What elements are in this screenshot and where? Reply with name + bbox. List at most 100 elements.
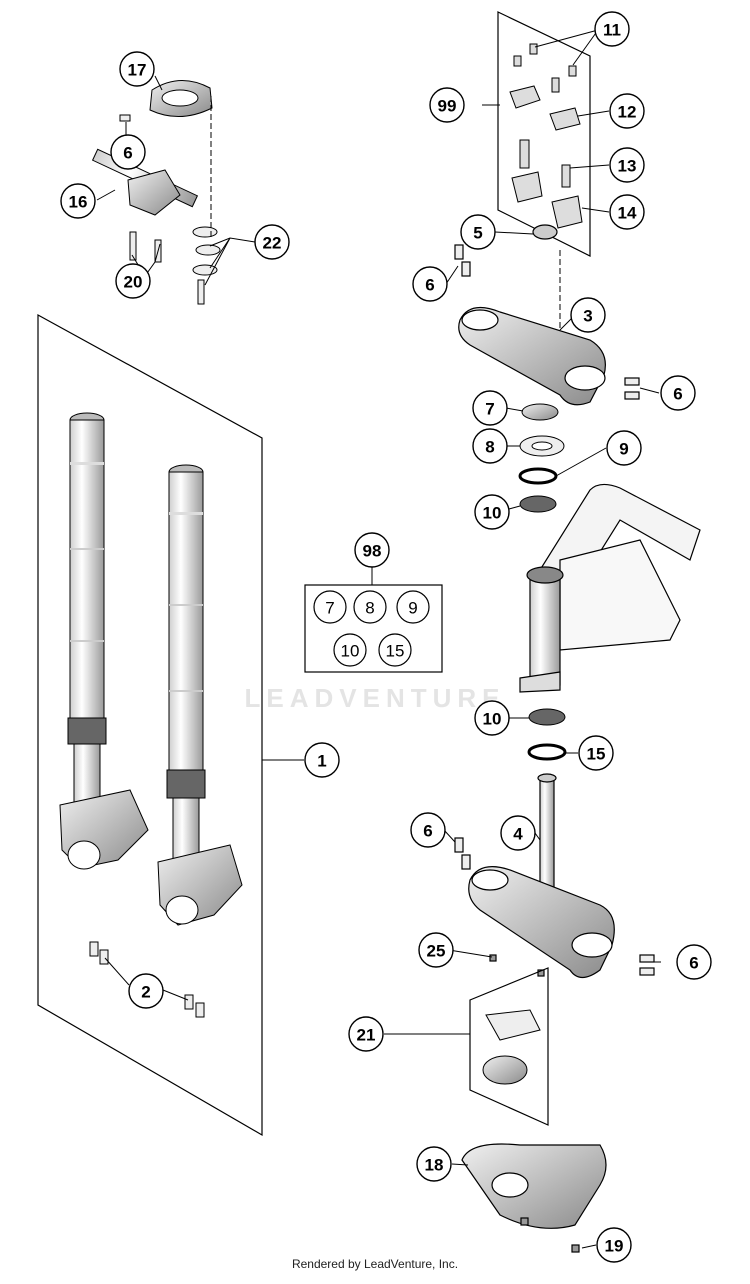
callout-18: 18 bbox=[416, 1146, 452, 1182]
callout-6: 6 bbox=[410, 812, 446, 848]
callout-number: 17 bbox=[128, 61, 147, 80]
callout-circle bbox=[348, 1016, 384, 1052]
callout-5: 5 bbox=[460, 214, 496, 250]
leader-lines bbox=[96, 29, 661, 1249]
kit-98-item-8: 8 bbox=[353, 590, 387, 624]
callout-6: 6 bbox=[660, 375, 696, 411]
callout-number: 4 bbox=[513, 825, 523, 844]
callout-number: 10 bbox=[483, 504, 502, 523]
callout-number: 1 bbox=[317, 752, 326, 771]
lower-bearings bbox=[527, 708, 567, 761]
callout-number: 5 bbox=[473, 224, 482, 243]
callout-number: 12 bbox=[618, 103, 637, 122]
upper-triple-clamp bbox=[454, 224, 640, 406]
watermark: LEADVENTURE bbox=[244, 683, 505, 713]
callout-circle bbox=[474, 700, 510, 736]
callout-circle bbox=[429, 87, 465, 123]
kit-21-frame bbox=[469, 967, 549, 1126]
callout-number: 16 bbox=[69, 193, 88, 212]
kit-99-frame bbox=[497, 11, 591, 257]
callout-7: 7 bbox=[472, 390, 508, 426]
callout-6: 6 bbox=[676, 944, 712, 980]
callout-circle bbox=[119, 51, 155, 87]
callout-circle bbox=[660, 375, 696, 411]
callout-9: 9 bbox=[606, 430, 642, 466]
part-21 bbox=[482, 1009, 541, 1085]
fork-leg-left bbox=[59, 412, 149, 870]
callout-17: 17 bbox=[119, 51, 155, 87]
callout-number: 19 bbox=[605, 1237, 624, 1256]
kit-item-circle bbox=[396, 590, 430, 624]
kit-item-number: 9 bbox=[408, 599, 417, 618]
callout-circle bbox=[460, 214, 496, 250]
callout-25: 25 bbox=[418, 932, 454, 968]
callout-circle bbox=[609, 93, 645, 129]
callout-circle bbox=[594, 11, 630, 47]
kit-item-circle bbox=[313, 590, 347, 624]
callout-circle bbox=[412, 266, 448, 302]
callout-number: 7 bbox=[485, 400, 494, 419]
kit-item-number: 10 bbox=[341, 642, 360, 661]
callout-circle bbox=[410, 812, 446, 848]
kit-98-item-15: 15 bbox=[378, 633, 412, 667]
kit-item-number: 7 bbox=[325, 599, 334, 618]
footer-credit: Rendered by LeadVenture, Inc. bbox=[291, 1257, 459, 1271]
callout-14: 14 bbox=[609, 194, 645, 230]
kit-item-number: 15 bbox=[386, 642, 405, 661]
callout-number: 3 bbox=[583, 307, 592, 326]
callout-99: 99 bbox=[429, 87, 465, 123]
callout-15: 15 bbox=[578, 735, 614, 771]
callout-16: 16 bbox=[60, 183, 96, 219]
callout-number: 9 bbox=[619, 440, 628, 459]
bolts-part-2 bbox=[89, 941, 205, 1018]
callout-number: 10 bbox=[483, 710, 502, 729]
callout-circle bbox=[60, 183, 96, 219]
kit-item-circle bbox=[378, 633, 412, 667]
callout-6: 6 bbox=[110, 134, 146, 170]
callout-circle bbox=[472, 428, 508, 464]
callout-10: 10 bbox=[474, 494, 510, 530]
callout-number: 18 bbox=[425, 1156, 444, 1175]
callout-21: 21 bbox=[348, 1016, 384, 1052]
callout-number: 6 bbox=[673, 385, 682, 404]
part-18 bbox=[461, 1143, 607, 1253]
callout-circle bbox=[570, 297, 606, 333]
callout-20: 20 bbox=[115, 263, 151, 299]
callout-1: 1 bbox=[304, 742, 340, 778]
callout-2: 2 bbox=[128, 973, 164, 1009]
callout-19: 19 bbox=[596, 1227, 632, 1263]
callout-number: 13 bbox=[618, 157, 637, 176]
callout-8: 8 bbox=[472, 428, 508, 464]
clamp-parts bbox=[509, 43, 583, 229]
callout-circle bbox=[416, 1146, 452, 1182]
frame-head bbox=[519, 483, 701, 693]
callout-3: 3 bbox=[570, 297, 606, 333]
callout-13: 13 bbox=[609, 147, 645, 183]
callout-circle bbox=[596, 1227, 632, 1263]
kit-98-item-9: 9 bbox=[396, 590, 430, 624]
callout-circle bbox=[472, 390, 508, 426]
callout-number: 6 bbox=[425, 276, 434, 295]
callout-12: 12 bbox=[609, 93, 645, 129]
callout-number: 6 bbox=[689, 954, 698, 973]
callout-11: 11 bbox=[594, 11, 630, 47]
callout-circle bbox=[304, 742, 340, 778]
callout-circle bbox=[474, 494, 510, 530]
fork-assembly-frame bbox=[37, 313, 263, 1137]
callout-circle bbox=[676, 944, 712, 980]
callout-circle bbox=[609, 147, 645, 183]
kit-item-circle bbox=[353, 590, 387, 624]
callout-6: 6 bbox=[412, 266, 448, 302]
callout-circle bbox=[418, 932, 454, 968]
callout-4: 4 bbox=[500, 815, 536, 851]
callout-circle bbox=[128, 973, 164, 1009]
callout-number: 11 bbox=[603, 21, 621, 40]
callout-number: 20 bbox=[124, 273, 143, 292]
callout-number: 99 bbox=[438, 97, 457, 116]
fork-leg-right bbox=[157, 464, 243, 926]
callout-10: 10 bbox=[474, 700, 510, 736]
callout-number: 6 bbox=[423, 822, 432, 841]
